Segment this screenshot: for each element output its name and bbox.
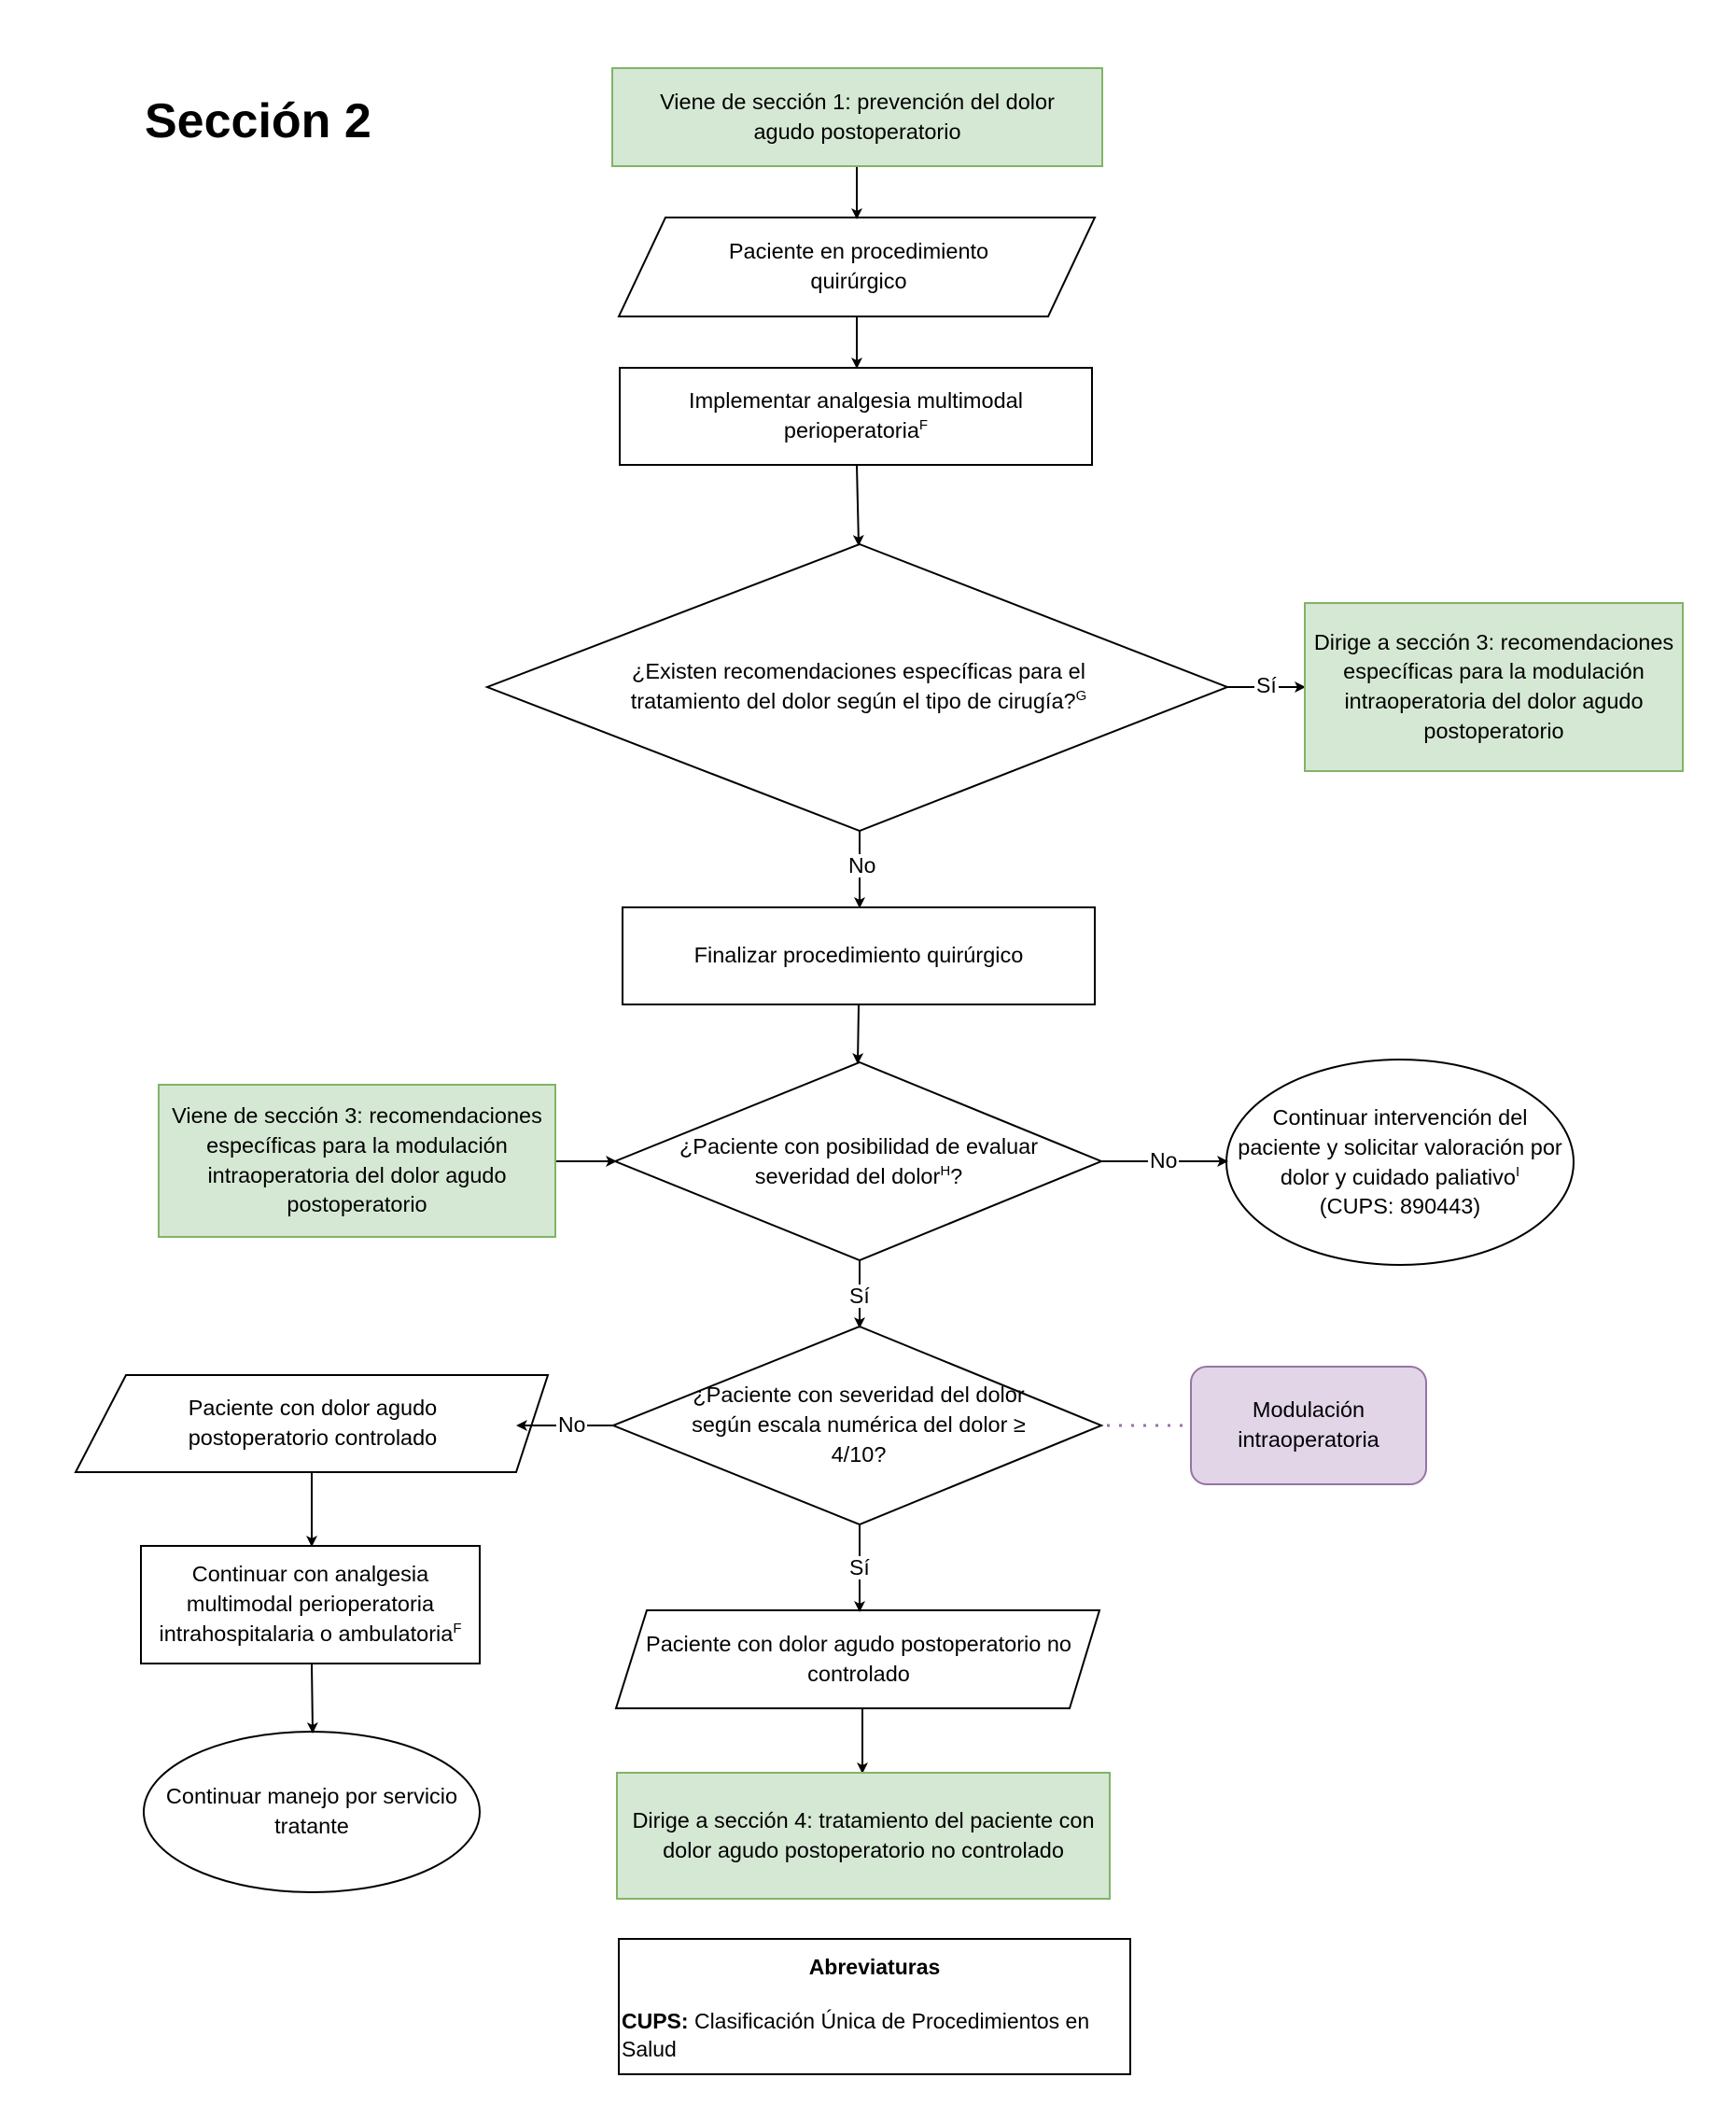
edge-label-si-section3: Sí bbox=[1254, 673, 1279, 698]
edge-label-no-controlled: No bbox=[556, 1412, 588, 1438]
continue-analgesia-label: Continuar con analgesia multimodal perio… bbox=[144, 1560, 477, 1649]
specific-recommendations-text: ¿Existen recomendaciones específicas par… bbox=[630, 659, 1085, 713]
edge-label-si-uncontrolled: Sí bbox=[847, 1555, 872, 1580]
abbreviation-definition: Clasificación Única de Procedimientos en… bbox=[622, 2009, 1090, 2061]
evaluate-severity-node: ¿Paciente con posibilidad de evaluar sev… bbox=[653, 1120, 1064, 1204]
footnote-marker: H bbox=[940, 1163, 951, 1180]
patient-in-surgery-shape bbox=[617, 217, 1097, 317]
evaluate-severity-label: ¿Paciente con posibilidad de evaluar sev… bbox=[653, 1132, 1064, 1191]
palliative-cups: (CUPS: 890443) bbox=[1319, 1194, 1481, 1219]
arrow-continue-to-service bbox=[306, 1664, 318, 1734]
uncontrolled-pain-shape bbox=[614, 1609, 1101, 1709]
footnote-marker: F bbox=[453, 1621, 462, 1637]
to-section4-box: Dirige a sección 4: tratamiento del paci… bbox=[616, 1772, 1111, 1900]
patient-in-surgery-node: Paciente en procedimiento quirúrgico bbox=[672, 218, 1045, 316]
from-section1-box: Viene de sección 1: prevención del dolor… bbox=[611, 67, 1103, 167]
from-section3-box: Viene de sección 3: recomendaciones espe… bbox=[158, 1084, 556, 1238]
abbreviations-heading: Abreviaturas bbox=[808, 1955, 941, 1979]
arrow-analgesia-to-diamond1 bbox=[852, 465, 864, 546]
uncontrolled-pain-node: Paciente con dolor agudo postoperatorio … bbox=[639, 1610, 1078, 1708]
arrow-finish-to-diamond2 bbox=[852, 1004, 864, 1064]
from-section3-text: Viene de sección 3: recomendaciones espe… bbox=[172, 1103, 542, 1217]
multimodal-analgesia-text: Implementar analgesia multimodal periope… bbox=[689, 388, 1023, 442]
controlled-pain-shape bbox=[74, 1374, 550, 1473]
specific-recommendations-node: ¿Existen recomendaciones específicas par… bbox=[597, 635, 1120, 739]
abbreviations-box: Abreviaturas CUPS: Clasificación Única d… bbox=[618, 1938, 1131, 2075]
evaluate-severity-end: ? bbox=[950, 1164, 963, 1188]
from-section1-text: Viene de sección 1: prevención del dolor… bbox=[660, 89, 1055, 144]
multimodal-analgesia-label: Implementar analgesia multimodal periope… bbox=[658, 386, 1054, 445]
palliative-node: Continuar intervención del paciente y so… bbox=[1237, 1090, 1563, 1235]
controlled-pain-node: Paciente con dolor agudo postoperatorio … bbox=[140, 1375, 485, 1472]
multimodal-analgesia-box: Implementar analgesia multimodal periope… bbox=[619, 367, 1093, 466]
palliative-text: Continuar intervención del paciente y so… bbox=[1238, 1105, 1562, 1189]
to-section3-box: Dirige a sección 3: recomendaciones espe… bbox=[1304, 602, 1684, 772]
continue-analgesia-text: Continuar con analgesia multimodal perio… bbox=[159, 1562, 454, 1646]
controlled-pain-text: Paciente con dolor agudo postoperatorio … bbox=[188, 1396, 438, 1450]
footnote-marker: I bbox=[1515, 1163, 1520, 1180]
finish-surgery-text: Finalizar procedimiento quirúrgico bbox=[693, 943, 1024, 968]
continue-service-node: Continuar manejo por servicio tratante bbox=[149, 1769, 474, 1855]
abbreviations-entry: CUPS: Clasificación Única de Procedimien… bbox=[622, 2008, 1127, 2064]
severity-scale-text: ¿Paciente con severidad del dolor según … bbox=[692, 1383, 1026, 1467]
evaluate-severity-text: ¿Paciente con posibilidad de evaluar sev… bbox=[679, 1134, 1039, 1188]
intraop-modulation-box: Modulación intraoperatoria bbox=[1190, 1366, 1427, 1485]
patient-in-surgery-text: Paciente en procedimiento quirúrgico bbox=[728, 239, 989, 293]
severity-scale-node: ¿Paciente con severidad del dolor según … bbox=[667, 1372, 1050, 1479]
finish-surgery-box: Finalizar procedimiento quirúrgico bbox=[622, 906, 1096, 1005]
edge-label-no-palliative: No bbox=[1148, 1148, 1180, 1173]
palliative-label: Continuar intervención del paciente y so… bbox=[1237, 1103, 1563, 1222]
continue-analgesia-box: Continuar con analgesia multimodal perio… bbox=[140, 1545, 481, 1664]
footnote-marker: F bbox=[918, 417, 929, 434]
edge-label-no-finish: No bbox=[847, 853, 878, 878]
to-section4-text: Dirige a sección 4: tratamiento del paci… bbox=[632, 1807, 1095, 1862]
uncontrolled-pain-text: Paciente con dolor agudo postoperatorio … bbox=[646, 1631, 1071, 1686]
section-title: Sección 2 bbox=[145, 94, 371, 148]
footnote-marker: G bbox=[1075, 688, 1087, 705]
abbreviation-term: CUPS: bbox=[622, 2009, 689, 2033]
specific-recommendations-label: ¿Existen recomendaciones específicas par… bbox=[597, 657, 1120, 716]
to-section3-text: Dirige a sección 3: recomendaciones espe… bbox=[1313, 629, 1674, 743]
intraop-modulation-text: Modulación intraoperatoria bbox=[1238, 1397, 1379, 1452]
edge-label-si-severity: Sí bbox=[847, 1284, 872, 1309]
continue-service-text: Continuar manejo por servicio tratante bbox=[165, 1784, 458, 1838]
